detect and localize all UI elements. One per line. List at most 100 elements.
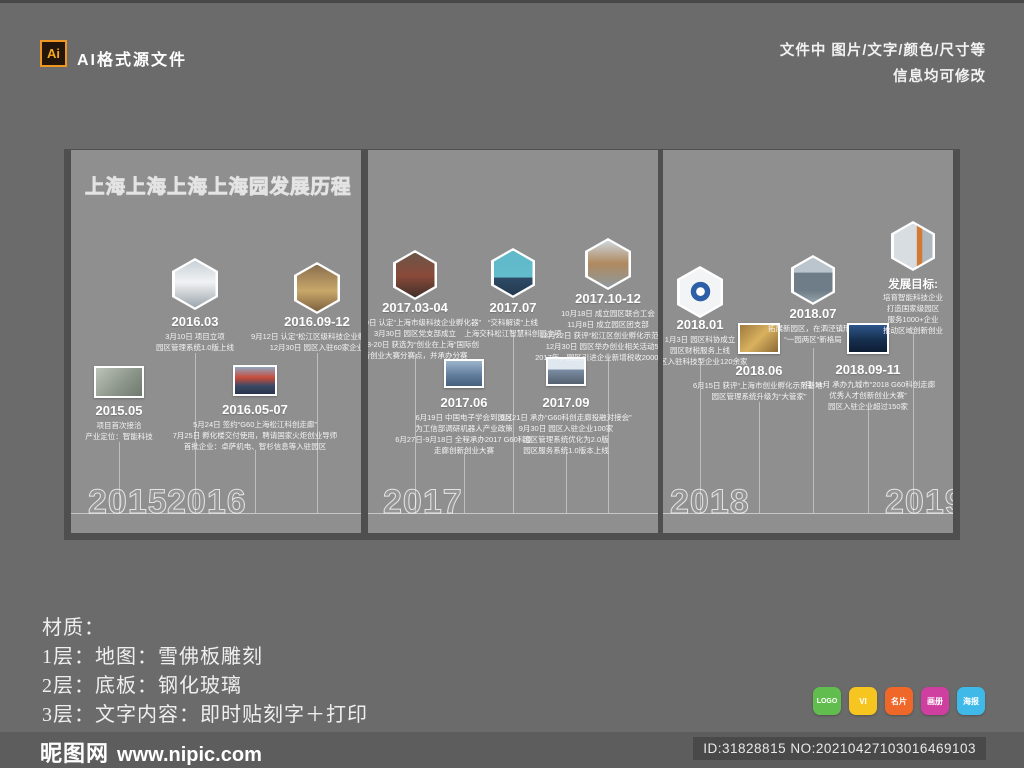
event-date-2015.05: 2015.05 xyxy=(95,403,143,418)
event-description: 拓展新园区，在泗泾镇形成 “一园两区”新格局 xyxy=(768,323,858,345)
category-buttons: LOGO VI 名片画册海报 xyxy=(813,687,985,715)
office-building-photo xyxy=(174,260,216,308)
event-description-line: 首批企业：卓萨机电、智杉信息等入驻园区 xyxy=(183,442,327,451)
event-description-line: 9月30日 园区入驻企业100家 xyxy=(518,424,614,433)
event-description-line: 园区管理系统优化为2.0版 xyxy=(523,435,609,444)
group-photo-red-banner xyxy=(233,365,277,396)
event-description-line: “一园两区”新格局 xyxy=(784,335,842,344)
materials-line: 1层：地图：雪佛板雕刻 xyxy=(42,646,263,668)
event-description: 培育智能科技企业打造国家级园区服务1000+企业推动区域创新创业 xyxy=(883,292,943,336)
event-description-line: 服务1000+企业 xyxy=(887,315,939,324)
event-description-line: 3月10日 项目立项 xyxy=(165,332,225,341)
event-description-line: 2017年，园区引进企业新增税收2000多万元 xyxy=(535,353,658,362)
category-button-海报[interactable]: 海报 xyxy=(957,687,985,715)
category-button-画册[interactable]: 画册 xyxy=(921,687,949,715)
event-date-2017.10-12: 2017.10-12 xyxy=(575,291,641,306)
event-description-line: 5月24日 签约“G60上海松江科创走廊” xyxy=(193,420,317,429)
event-description-line: 优秀人才创新创业大赛” xyxy=(829,391,907,400)
ai-file-icon: Ai xyxy=(40,40,67,67)
event-description: 项目首次接洽产业定位：智能科技 xyxy=(85,420,153,442)
timeline-stem xyxy=(608,357,609,513)
conference-room-photo xyxy=(546,357,586,386)
timeline-stem xyxy=(513,333,514,513)
timeline-baseline xyxy=(368,513,658,514)
event-description-line: 12月30日 园区举办创业相关活动50场 xyxy=(545,342,658,351)
event-description: 3月10日 认定“上海市级科技企业孵化器”3月30日 园区党支部成立4月18-2… xyxy=(368,317,481,361)
event-date-2018.01: 2018.01 xyxy=(676,317,724,332)
event-description-line: 园区入驻企业超过150家 xyxy=(827,402,909,411)
event-description-line: 7月25日 孵化楼交付使用，聘请国家火炬创业导师 xyxy=(172,431,338,440)
bronze-plaque-photo-frame xyxy=(294,262,340,314)
group-photo-blue xyxy=(444,359,484,388)
event-description: 9月-11月 承办九城市“2018 G60科创走廊优秀人才创新创业大赛” 园区入驻… xyxy=(801,379,935,412)
year-label-2015: 2015 xyxy=(88,483,168,521)
event-description-line: 9月12日 认定“松江区级科技企业孵化器” xyxy=(250,332,361,341)
site-url: www.nipic.com xyxy=(117,744,262,766)
year-label-2019: 2019 xyxy=(885,483,953,521)
timeline-baseline xyxy=(71,513,361,514)
event-description-line: 11月8日 成立园区团支部 xyxy=(567,320,649,329)
event-description-line: 拓展新园区，在泗泾镇形成 xyxy=(768,324,858,333)
category-button-名片[interactable]: 名片 xyxy=(885,687,913,715)
event-date-2018.07: 2018.07 xyxy=(789,306,837,321)
poster-title: 上海上海上海上海园发展历程 xyxy=(85,176,352,199)
event-description-line: 6月27日-9月18日 全程承办2017 G60科创 xyxy=(395,435,533,444)
event-description-line: 3月10日 认定“上海市级科技企业孵化器” xyxy=(368,318,482,327)
event-description-line: 走廊创新创业大赛 xyxy=(434,446,494,455)
tall-building-photo-frame xyxy=(891,221,935,271)
timeline-panel-2: 2017 2017.03-04 3月10日 认定“上海市级科技企业孵化器” 3月30日… xyxy=(368,150,658,533)
gold-plaque-photo xyxy=(738,323,780,354)
event-description: 5月24日 签约“G60上海松江科创走廊” 7月25日 孵化楼交付使用，聘请国家火… xyxy=(173,419,338,452)
footer-bar: 昵图网 www.nipic.com ID:31828815 NO:2021042… xyxy=(0,732,1024,768)
event-description-line: “交科解读”上线 xyxy=(488,318,538,327)
blue-seal-logo-frame xyxy=(677,266,723,318)
dome-building-photo-frame xyxy=(791,255,835,305)
event-description-line: 打造国家级园区 xyxy=(886,304,940,313)
event-date-2017.03-04: 2017.03-04 xyxy=(382,300,448,315)
materials-line: 材质： xyxy=(42,617,105,639)
event-description: 9月12日 认定“松江区级科技企业孵化器” 12月30日 园区入驻60家企业 xyxy=(251,331,361,353)
event-description: “交科解读”上线上海交科松江智慧科创园立项 xyxy=(464,317,562,339)
event-description-line: 园区管理系统升级为“大管家” xyxy=(711,392,807,401)
dome-building-photo xyxy=(793,257,833,303)
indoor-event-photo-frame xyxy=(393,250,437,300)
event-description-line: 项目首次接洽 xyxy=(96,421,142,430)
timeline-stem xyxy=(255,450,256,513)
materials-line: 3层：文字内容：即时贴刻字＋打印 xyxy=(42,704,368,726)
category-button-logo[interactable]: LOGO xyxy=(813,687,841,715)
event-description-line: 12月30日 园区入驻60家企业 xyxy=(269,343,361,352)
timeline-stem xyxy=(317,353,318,513)
event-description-line: 园区管理系统1.0版上线 xyxy=(156,343,234,352)
event-description-line: 培育智能科技企业 xyxy=(883,293,943,302)
event-date-2017.06: 2017.06 xyxy=(440,395,488,410)
event-description-line: 园区财税服务上线 xyxy=(669,346,730,355)
edit-note-line1: 文件中 图片/文字/颜色/尺寸等 xyxy=(779,43,986,59)
classroom-photo-frame xyxy=(585,238,631,290)
timeline-stem xyxy=(415,354,416,513)
event-description-line: 1月3日 园区科协成立 xyxy=(664,335,736,344)
timeline-stem xyxy=(868,408,869,513)
image-id: ID:31828815 NO:20210427103016469103 xyxy=(693,737,986,760)
event-date-2016.05-07: 2016.05-07 xyxy=(222,402,288,417)
year-label-2017: 2017 xyxy=(383,483,463,521)
event-description-line: 9月21日 承办“G60科创走廊投融对接会” xyxy=(500,413,632,422)
bronze-plaque-photo xyxy=(296,264,338,312)
year-label-2016: 2016 xyxy=(167,483,247,521)
event-description-line: 为工信部调研机器人产业政策 xyxy=(415,424,513,433)
edit-note-line2: 信息均可修改 xyxy=(893,69,986,85)
category-button-vi[interactable]: VI xyxy=(849,687,877,715)
event-date-2018.06: 2018.06 xyxy=(735,363,783,378)
tall-building-photo xyxy=(893,223,933,269)
event-description: 3月10日 项目立项园区管理系统1.0版上线 xyxy=(156,331,234,353)
event-description-line: 9月-11月 承办九城市“2018 G60科创走廊 xyxy=(800,380,936,389)
event-description-line: 12月22日 获评“松江区创业孵化示范基地” xyxy=(539,331,658,340)
cartoon-businessman-illustration-frame xyxy=(491,248,535,298)
timeline-stem xyxy=(119,442,120,513)
file-format-title: AI格式源文件 xyxy=(77,52,188,69)
event-description-line: 3月30日 园区党支部成立 xyxy=(373,329,457,338)
event-description-line: 产业定位：智能科技 xyxy=(85,432,153,441)
event-description-line: 园区入驻科技型企业120余家 xyxy=(663,357,748,366)
